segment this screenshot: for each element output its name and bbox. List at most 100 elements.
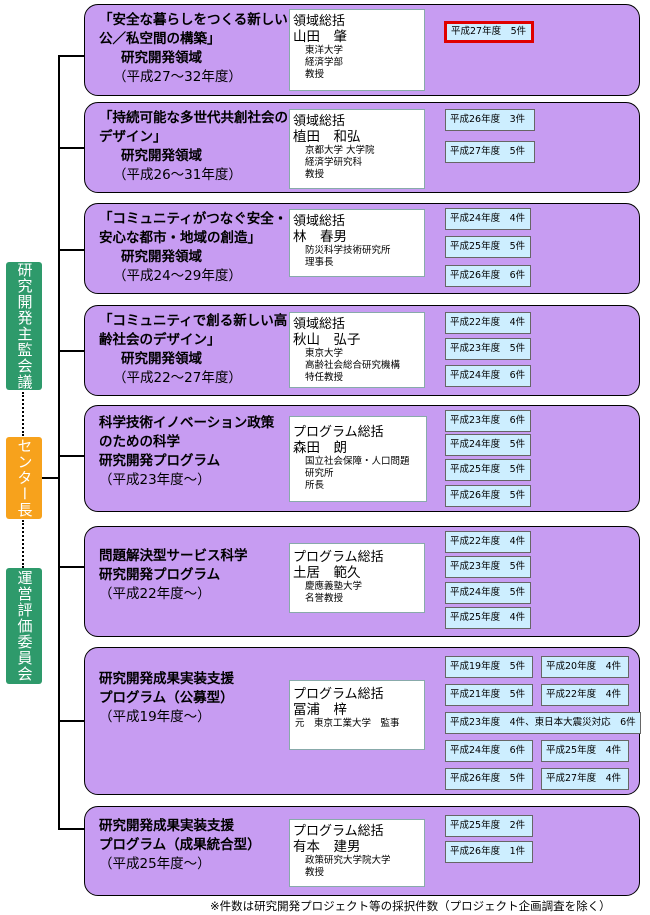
area-title-block: 「コミュニティで創る新しい高齢社会のデザイン」 研究開発領域 （平成22～27年…	[99, 312, 289, 388]
area-period: （平成27～32年度）	[113, 69, 242, 85]
branch-line	[58, 455, 85, 457]
leader-box: 領域総括 山田 肇 東洋大学 経済学部 教授	[289, 9, 425, 91]
area-title: 「安全な暮らしをつくる新しい公／私空間の構築」	[99, 12, 288, 47]
program-kind: プログラム（公募型）	[99, 690, 234, 706]
area-period: （平成24～29年度）	[113, 268, 242, 284]
leader-name: 森田 朗	[293, 440, 347, 456]
area-title-block: 「持続可能な多世代共創社会のデザイン」 研究開発領域 （平成26～31年度）	[99, 109, 289, 185]
branch-line	[58, 720, 85, 722]
adoption-badge: 平成23年度 5件	[445, 338, 531, 360]
main-trunk-line	[58, 55, 60, 830]
leader-affiliation: 政策研究大学院大学 教授	[305, 855, 391, 878]
leader-name: 山田 肇	[293, 29, 347, 45]
branch-line	[58, 828, 85, 830]
adoption-badge: 平成25年度 5件	[445, 459, 531, 481]
adoption-badge: 平成26年度 3件	[445, 109, 535, 131]
center-director-box: センター長	[6, 437, 42, 519]
area-panel: 「コミュニティで創る新しい高齢社会のデザイン」 研究開発領域 （平成22～27年…	[84, 305, 640, 396]
area-kind: 研究開発領域	[121, 50, 202, 66]
area-kind: 研究開発領域	[121, 148, 202, 164]
adoption-badge: 平成25年度 5件	[445, 236, 531, 258]
program-title-block: 科学技術イノベーション政策のための科学 研究開発プログラム （平成23年度～）	[99, 414, 275, 490]
leader-role: プログラム総括	[293, 550, 384, 565]
area-title-block: 「コミュニティがつなぐ安全・安心な都市・地域の創造」 研究開発領域 （平成24～…	[99, 210, 289, 286]
adoption-badge: 平成25年度 2件	[445, 815, 533, 837]
leader-name: 植田 和弘	[293, 129, 361, 145]
center-connector	[42, 477, 59, 479]
leader-name: 土居 範久	[293, 565, 361, 581]
leader-box: プログラム総括 土居 範久 慶應義塾大学 名誉教授	[289, 543, 425, 613]
adoption-badge: 平成27年度 4件	[541, 768, 629, 790]
program-period: （平成22年度～）	[99, 586, 211, 602]
footnote: ※件数は研究開発プロジェクト等の採択件数（プロジェクト企画調査を除く）	[210, 899, 611, 913]
adoption-badge: 平成23年度 6件	[445, 410, 531, 432]
leader-box: 領域総括 植田 和弘 京都大学 大学院 経済学研究科 教授	[289, 109, 425, 189]
adoption-badge: 平成26年度 5件	[445, 485, 531, 507]
leader-box: 領域総括 秋山 弘子 東京大学 高齢社会総合研究機構 特任教授	[289, 312, 425, 388]
area-kind: 研究開発領域	[121, 249, 202, 265]
leader-role: 領域総括	[293, 114, 346, 129]
adoption-badge: 平成27年度 5件	[445, 141, 535, 163]
leader-box: プログラム総括 森田 朗 国立社会保障・人口問題 研究所 所長	[289, 416, 427, 502]
leader-role: プログラム総括	[293, 687, 384, 702]
adoption-badge: 平成24年度 6件	[445, 740, 533, 762]
adoption-badge: 平成25年度 4件	[445, 607, 531, 629]
program-kind: 研究開発プログラム	[99, 567, 221, 583]
program-title: 研究開発成果実装支援	[99, 818, 234, 834]
program-panel: 研究開発成果実装支援 プログラム（公募型） （平成19年度～） プログラム総括 …	[84, 647, 641, 795]
area-panel: 「持続可能な多世代共創社会のデザイン」 研究開発領域 （平成26～31年度） 領…	[84, 102, 640, 193]
program-panel: 問題解決型サービス科学 研究開発プログラム （平成22年度～） プログラム総括 …	[84, 526, 640, 637]
adoption-badge: 平成24年度 6件	[445, 365, 531, 387]
adoption-badge: 平成21年度 5件	[445, 684, 533, 706]
dotted-connector	[22, 392, 24, 436]
area-title: 「持続可能な多世代共創社会のデザイン」	[99, 110, 288, 145]
adoption-badge: 平成19年度 5件	[445, 656, 533, 678]
leader-affiliation: 慶應義塾大学 名誉教授	[305, 581, 363, 604]
leader-name: 林 春男	[293, 229, 347, 245]
branch-line	[58, 350, 85, 352]
program-title-block: 研究開発成果実装支援 プログラム（公募型） （平成19年度～）	[99, 670, 279, 727]
adoption-badge: 平成23年度 5件	[445, 556, 531, 578]
area-kind: 研究開発領域	[121, 351, 202, 367]
branch-line	[58, 566, 85, 568]
adoption-badge: 平成22年度 4件	[445, 531, 531, 553]
leader-box: プログラム総括 有本 建男 政策研究大学院大学 教授	[289, 819, 425, 887]
area-title: 「コミュニティがつなぐ安全・安心な都市・地域の創造」	[99, 211, 288, 246]
program-period: （平成23年度～）	[99, 472, 211, 488]
evaluation-committee-box: 運営評価委員会	[6, 568, 42, 684]
program-title: 科学技術イノベーション政策のための科学	[99, 415, 275, 450]
leader-affiliation: 防災科学技術研究所 理事長	[305, 245, 391, 268]
program-panel: 研究開発成果実装支援 プログラム（成果統合型） （平成25年度～） プログラム総…	[84, 806, 640, 896]
leader-role: 領域総括	[293, 14, 346, 29]
adoption-badge: 平成22年度 4件	[445, 312, 531, 334]
leader-affiliation: 東洋大学 経済学部 教授	[305, 45, 344, 80]
supervision-council-label: 研究開発主監会議	[15, 262, 34, 390]
leader-affiliation: 東京大学 高齢社会総合研究機構 特任教授	[305, 348, 401, 383]
leader-name: 冨浦 梓	[293, 702, 347, 718]
adoption-badge: 平成24年度 4件	[445, 208, 531, 230]
adoption-badge: 平成26年度 1件	[445, 841, 533, 863]
branch-line	[58, 147, 85, 149]
branch-line	[58, 249, 85, 251]
leader-box: プログラム総括 冨浦 梓 元 東京工業大学 監事	[289, 680, 425, 750]
dotted-connector	[22, 520, 24, 568]
program-kind: プログラム（成果統合型）	[99, 837, 261, 853]
leader-role: プログラム総括	[293, 824, 384, 839]
adoption-badge: 平成20年度 4件	[541, 656, 629, 678]
program-period: （平成19年度～）	[99, 709, 211, 725]
adoption-badge: 平成24年度 5件	[445, 434, 531, 456]
area-period: （平成22～27年度）	[113, 370, 242, 386]
program-kind: 研究開発プログラム	[99, 453, 221, 469]
center-director-label: センター長	[15, 438, 34, 518]
adoption-badge: 平成24年度 5件	[445, 582, 531, 604]
adoption-badge: 平成25年度 4件	[541, 740, 629, 762]
adoption-badge: 平成26年度 6件	[445, 265, 531, 287]
area-panel: 「安全な暮らしをつくる新しい公／私空間の構築」 研究開発領域 （平成27～32年…	[84, 4, 640, 96]
adoption-badge-highlighted: 平成27年度 5件	[444, 21, 534, 43]
leader-affiliation: 国立社会保障・人口問題 研究所 所長	[305, 456, 410, 491]
program-title-block: 問題解決型サービス科学 研究開発プログラム （平成22年度～）	[99, 547, 279, 604]
leader-name: 秋山 弘子	[293, 332, 361, 348]
program-period: （平成25年度～）	[99, 856, 211, 872]
adoption-badge: 平成26年度 5件	[445, 768, 533, 790]
